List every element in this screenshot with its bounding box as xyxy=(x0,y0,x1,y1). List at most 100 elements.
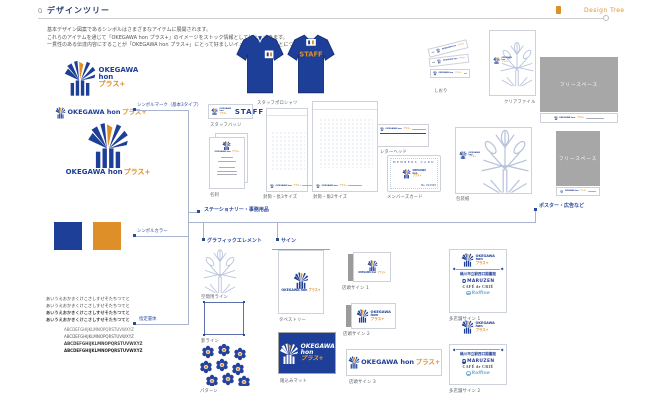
members-card-number: No. 012345 xyxy=(420,184,436,187)
brand-name-text: hon xyxy=(370,313,379,318)
brand-plus-text: プラス+ xyxy=(308,288,321,293)
tree-symbol-icon xyxy=(367,260,377,272)
symbol-color-label: シンボルカラー xyxy=(137,229,168,234)
business-card-label: 名刺 xyxy=(210,193,219,198)
branch-sign-label: サイン xyxy=(281,238,297,244)
brand-name-text: hon xyxy=(219,110,224,113)
card-text-line xyxy=(219,167,235,169)
brand-name-text: OKEGAWA xyxy=(475,253,495,258)
entrance-mat-label: 踏込みマット xyxy=(280,379,307,384)
tree-symbol-icon xyxy=(402,169,411,179)
tenant-cafe: CAFÉ de CRIÉ xyxy=(462,365,494,370)
brand-plus-text: プラス+ xyxy=(123,167,151,176)
header-rule-end-icon xyxy=(603,14,609,21)
staff-polo-front xyxy=(236,30,284,96)
raffine-logo-icon xyxy=(466,290,471,296)
brand-name-text: OKEGAWA xyxy=(501,56,512,59)
brand-name-text: OKEGAWA hon xyxy=(441,44,457,51)
brand-plus-text: プラス+ xyxy=(457,42,465,47)
rule-line-square xyxy=(203,301,245,336)
bullet xyxy=(276,238,279,241)
store-sign-2-label: 店頭サイン 2 xyxy=(343,332,370,337)
tenant-library: 桶川市立駅西口図書館 xyxy=(460,352,496,357)
svg-text:STAFF: STAFF xyxy=(299,50,323,58)
rule-line-label: 罫ライン xyxy=(201,339,219,344)
envelope-kaku2-label: 封筒・角2サイズ xyxy=(313,195,348,200)
staff-polo-back: STAFF xyxy=(287,30,335,96)
tree-symbol-icon xyxy=(356,309,369,323)
free-space-text: フリースペース xyxy=(559,82,599,88)
tree-symbol-icon xyxy=(64,60,96,96)
raffine-logo-icon xyxy=(466,371,471,376)
tree-symbol-icon xyxy=(437,59,442,64)
tree-symbol-icon xyxy=(433,71,437,76)
bullet xyxy=(197,210,200,213)
brand-name-text: OKEGAWA hon xyxy=(564,189,579,192)
tree-lineart-icon xyxy=(500,42,534,87)
bullet xyxy=(534,208,537,211)
brand-plus-text: プラス+ xyxy=(219,112,228,115)
header-rule xyxy=(38,18,608,19)
brand-plus-text: プラス+ xyxy=(231,150,240,153)
bullet xyxy=(133,322,136,325)
tenant-library: 桶川市立駅西口図書館 xyxy=(460,272,496,277)
tree-symbol-icon xyxy=(55,107,66,119)
card-text-line xyxy=(217,174,237,176)
brand-name-text: OKEGAWA hon xyxy=(385,128,402,131)
bullet xyxy=(133,234,136,237)
page-title: デザインツリー xyxy=(47,6,110,15)
tree-symbol-icon xyxy=(211,108,218,116)
brand-plus-text: プラス+ xyxy=(475,327,489,332)
kana-specimen-2: あいうえおかきくけこさしすせそたちつてと xyxy=(46,303,130,308)
brand-plus-text: プラス+ xyxy=(454,71,462,74)
store-sign-1-post xyxy=(348,254,353,281)
brand-name-text: OKEGAWA hon xyxy=(214,150,231,153)
card-text-line xyxy=(221,157,233,159)
symbol-mark-line xyxy=(135,110,188,111)
brand-name-text: hon xyxy=(412,171,418,175)
corner-label: Design Tree xyxy=(584,7,625,14)
branch-graphic-label: グラフィックエレメント xyxy=(207,238,262,244)
brand-name-text: hon xyxy=(300,348,314,356)
pattern-label: パターン xyxy=(200,389,218,394)
typeface-line xyxy=(135,324,188,325)
poster-branch-line xyxy=(535,211,536,223)
bullet xyxy=(133,108,136,111)
brand-plus-text: プラス+ xyxy=(501,60,509,63)
intro-line-2: これらのアイテムを通じて「OKEGAWA hon プラス+」のイメージをストック… xyxy=(47,34,288,41)
symbol-color-line xyxy=(135,236,188,237)
brand-name-text: hon xyxy=(468,154,473,157)
tapestry-rod xyxy=(272,249,330,250)
brand-name-text: OKEGAWA xyxy=(98,66,139,75)
tree-symbol-icon xyxy=(222,141,232,151)
brand-plus-text: プラス+ xyxy=(370,316,385,321)
tree-lineart-icon xyxy=(203,249,237,294)
trunk-line xyxy=(188,110,189,325)
tree-lineart-icon xyxy=(481,129,529,194)
card-text-line xyxy=(217,170,237,172)
bookmark-label: しおり xyxy=(434,89,448,94)
free-space-text: フリースペース xyxy=(558,156,598,162)
brand-name-text: OKEGAWA xyxy=(370,309,391,314)
brand-plus-text: プラス+ xyxy=(468,156,477,159)
multi-sign-1-label: 多店舗サイン 1 xyxy=(449,317,481,322)
tree-symbol-icon xyxy=(436,48,441,54)
